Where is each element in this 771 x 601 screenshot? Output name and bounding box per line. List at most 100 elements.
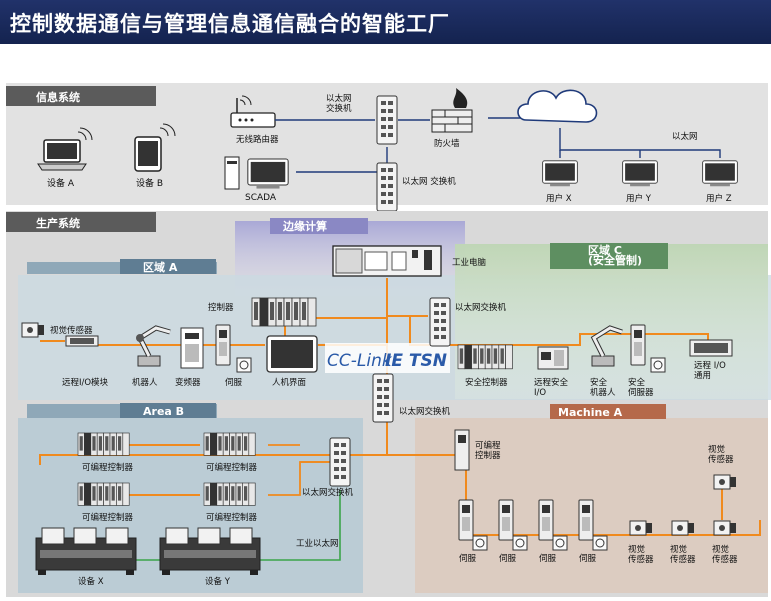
machine-a-vision-2-label-1: 视觉传感器 bbox=[670, 544, 696, 565]
plc-3-icon bbox=[77, 482, 130, 506]
machine-a-servo-1-label: 伺服 bbox=[459, 553, 477, 564]
firewall-icon bbox=[431, 88, 473, 133]
machine-a-vision-3-label-1: 视觉传感器 bbox=[712, 544, 738, 565]
remote-io-label: 远程I/O模块 bbox=[62, 377, 109, 388]
plc-2-icon bbox=[203, 432, 256, 456]
laptop-icon bbox=[37, 127, 93, 171]
cloud-icon bbox=[517, 89, 598, 123]
machine-a-label: Machine A bbox=[558, 406, 623, 419]
machine-a-servo-2-label: 伺服 bbox=[499, 553, 517, 564]
equipment-x-label: 设备 X bbox=[78, 576, 104, 587]
switch-top-label-1: 以太网交换机 bbox=[326, 93, 352, 114]
switch-mid-label: 以太网 交换机 bbox=[402, 176, 456, 187]
zone-c-label-1: 区域 C(安全管制) bbox=[588, 243, 642, 267]
machine-a-vision-1-icon bbox=[629, 520, 653, 536]
label-line: 通用 bbox=[694, 370, 711, 381]
robot-icon bbox=[136, 325, 171, 367]
user-y-monitor-icon bbox=[622, 160, 658, 187]
user-y-label: 用户 Y bbox=[626, 193, 652, 204]
scada-label: SCADA bbox=[245, 193, 277, 203]
remote-io-general-icon bbox=[689, 339, 733, 357]
plc-1-icon bbox=[77, 432, 130, 456]
equipment-y-label: 设备 Y bbox=[205, 576, 231, 587]
plc-4-icon bbox=[203, 482, 256, 506]
ethernet-switch-top-icon bbox=[376, 95, 398, 145]
zone-a-label: 区域 A bbox=[143, 260, 178, 274]
safety-servo-label-1: 安全伺服器 bbox=[628, 377, 654, 398]
ethernet-switch-mid-icon bbox=[376, 162, 398, 212]
hmi-icon bbox=[266, 335, 318, 373]
label-line: 伺服器 bbox=[628, 387, 654, 398]
machine-a-servo-4-label: 伺服 bbox=[579, 553, 597, 564]
hmi-label: 人机界面 bbox=[272, 377, 307, 388]
edge-computing-label: 边缘计算 bbox=[282, 219, 327, 233]
equipment-y-icon bbox=[159, 527, 261, 576]
industrial-pc-icon bbox=[332, 245, 442, 277]
firewall-label: 防火墙 bbox=[434, 138, 460, 149]
plc-2-label: 可编程控制器 bbox=[206, 462, 258, 473]
zone-a-header bbox=[120, 259, 216, 274]
safety-robot-label-1: 安全机器人 bbox=[590, 377, 616, 398]
vision-sensor-icon bbox=[21, 322, 45, 338]
label-line: 传感器 bbox=[670, 554, 696, 565]
svg-text:CC-Link: CC-Link bbox=[327, 351, 393, 371]
machine-a-vision-2-icon bbox=[671, 520, 695, 536]
user-z-label: 用户 Z bbox=[706, 193, 732, 204]
plc-1-label: 可编程控制器 bbox=[82, 462, 134, 473]
center-switch-icon bbox=[372, 373, 394, 423]
robot-label: 机器人 bbox=[132, 377, 158, 388]
info-system-header bbox=[6, 86, 156, 106]
servo-label: 伺服 bbox=[225, 377, 243, 388]
tablet-icon bbox=[134, 123, 176, 172]
label-line: 传感器 bbox=[712, 554, 738, 565]
scada-icon bbox=[224, 156, 289, 190]
title-bar: 控制数据通信与管理信息通信融合的智能工厂 bbox=[0, 0, 771, 44]
label-line: (安全管制) bbox=[588, 253, 642, 267]
info-system-label: 信息系统 bbox=[36, 90, 80, 104]
svg-text:IE TSN: IE TSN bbox=[385, 351, 447, 371]
machine-a-vision-4-label-1: 视觉传感器 bbox=[708, 444, 734, 465]
device-a-label: 设备 A bbox=[47, 177, 75, 189]
remote-io-icon bbox=[65, 335, 99, 347]
center-switch-label: 以太网交换机 bbox=[399, 406, 451, 417]
label-line: 交换机 bbox=[326, 103, 352, 114]
zone-c-header bbox=[550, 243, 668, 269]
zone-c-switch-label: 以太网交换机 bbox=[455, 302, 507, 313]
machine-a-servo-3-label: 伺服 bbox=[539, 553, 557, 564]
user-x-label: 用户 X bbox=[546, 193, 572, 204]
safety-controller-icon bbox=[457, 344, 513, 370]
controller-label: 控制器 bbox=[208, 302, 234, 313]
page-title: 控制数据通信与管理信息通信融合的智能工厂 bbox=[10, 12, 450, 36]
machine-a-vision-1-label-1: 视觉传感器 bbox=[628, 544, 654, 565]
machine-a-plc-label-1: 可编程控制器 bbox=[475, 440, 501, 461]
safety-controller-label: 安全控制器 bbox=[465, 377, 508, 388]
label-line: 控制器 bbox=[475, 450, 501, 461]
router-label: 无线路由器 bbox=[236, 134, 279, 145]
area-b-label: Area B bbox=[143, 405, 184, 418]
machine-a-header bbox=[550, 404, 666, 419]
plc-3-label: 可编程控制器 bbox=[82, 512, 134, 523]
ethernet-label: 以太网 bbox=[672, 131, 698, 142]
remote-safety-io-icon bbox=[537, 346, 569, 370]
zone-c-panel bbox=[455, 244, 768, 399]
production-system-label: 生产系统 bbox=[36, 216, 80, 230]
zone-c-switch-icon bbox=[429, 297, 451, 347]
inverter-icon bbox=[180, 327, 204, 369]
machine-a-vision-3-icon bbox=[713, 520, 737, 536]
user-z-monitor-icon bbox=[702, 160, 738, 187]
user-x-monitor-icon bbox=[542, 160, 578, 187]
label-line: 机器人 bbox=[590, 387, 616, 398]
machine-a-vision-4-icon bbox=[713, 474, 737, 490]
production-system-header bbox=[6, 212, 156, 232]
label-line: 传感器 bbox=[708, 454, 734, 465]
ipc-label: 工业电脑 bbox=[452, 257, 487, 268]
inverter-label: 变频器 bbox=[175, 377, 201, 388]
vision-sensor-label: 视觉传感器 bbox=[50, 325, 93, 336]
safety-robot-icon bbox=[590, 325, 623, 367]
area-b-switch-label: 以太网交换机 bbox=[302, 487, 354, 498]
machine-a-plc-icon bbox=[454, 429, 470, 471]
